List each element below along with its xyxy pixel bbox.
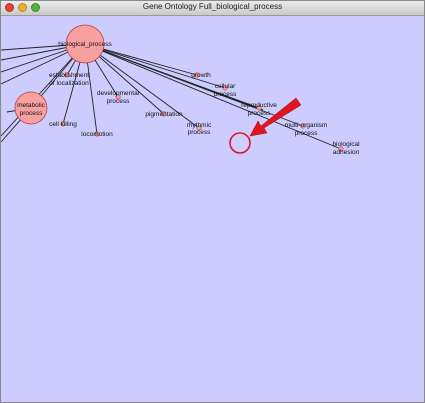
annotation [229,97,302,154]
arrow-icon [249,97,302,137]
graph-nodes [14,24,344,152]
label-establishment-line1: establishment [49,72,89,79]
minimize-window-button[interactable] [18,3,27,12]
node-biological-adhesion[interactable] [338,146,344,152]
node-reproductive-process[interactable] [256,105,262,111]
node-biological-process[interactable] [65,24,105,64]
edge-adhesion [84,43,342,150]
node-cellular-process[interactable] [222,85,228,91]
edge [1,43,86,137]
label-cell-killing: cell killing [49,121,77,128]
node-establishment-of-localization[interactable] [64,72,70,78]
label-adhesion-line2: adhesion [333,149,360,156]
label-rhythmic-line1: rhythmic [187,122,212,129]
label-rhythmic-line2: process [188,129,212,136]
node-locomotion[interactable] [94,131,100,137]
label-multi-organism-line2: process [295,130,319,137]
node-cell-killing[interactable] [60,121,66,127]
label-metabolic-line1: metabolic [17,102,46,109]
label-developmental-line2: process [107,98,131,105]
label-locomotion: locomotion [81,131,113,138]
node-rhythmic-process[interactable] [196,125,202,131]
node-multi-organism-process[interactable] [300,123,306,129]
graph-edges [1,43,342,150]
label-growth: growth [191,72,211,79]
label-pigmentation: pigmentation [145,111,183,118]
label-multi-organism-line1: multi-organism [285,122,328,129]
edge-multi-organism [84,43,304,127]
close-window-button[interactable] [5,3,14,12]
node-labels: biological_process establishment of loca… [17,41,360,156]
zoom-window-button[interactable] [31,3,40,12]
label-biological-process: biological_process [58,41,112,48]
ontology-graph[interactable]: biological_process establishment of loca… [1,16,425,403]
label-cellular-line1: cellular [215,83,236,90]
node-pigmentation[interactable] [161,111,167,117]
edge-cellular [84,43,226,89]
label-establishment-line2: of localization [49,80,89,87]
highlight-circle [229,132,251,154]
title-bar[interactable]: Gene Ontology Full_biological_process [1,1,424,16]
node-growth[interactable] [194,72,200,78]
label-reproductive-line1: reproductive [241,102,277,109]
label-reproductive-line2: process [248,110,272,117]
node-developmental-process[interactable] [115,94,121,100]
window-title: Gene Ontology Full_biological_process [142,2,283,11]
graph-canvas[interactable]: biological_process establishment of loca… [1,16,424,402]
label-metabolic-line2: process [20,110,44,117]
label-developmental-line1: developmental [97,90,140,97]
label-adhesion-line1: biological [332,141,360,148]
edge-rhythmic [84,43,200,129]
node-metabolic-process[interactable] [14,91,48,125]
label-cellular-line2: process [214,91,238,98]
